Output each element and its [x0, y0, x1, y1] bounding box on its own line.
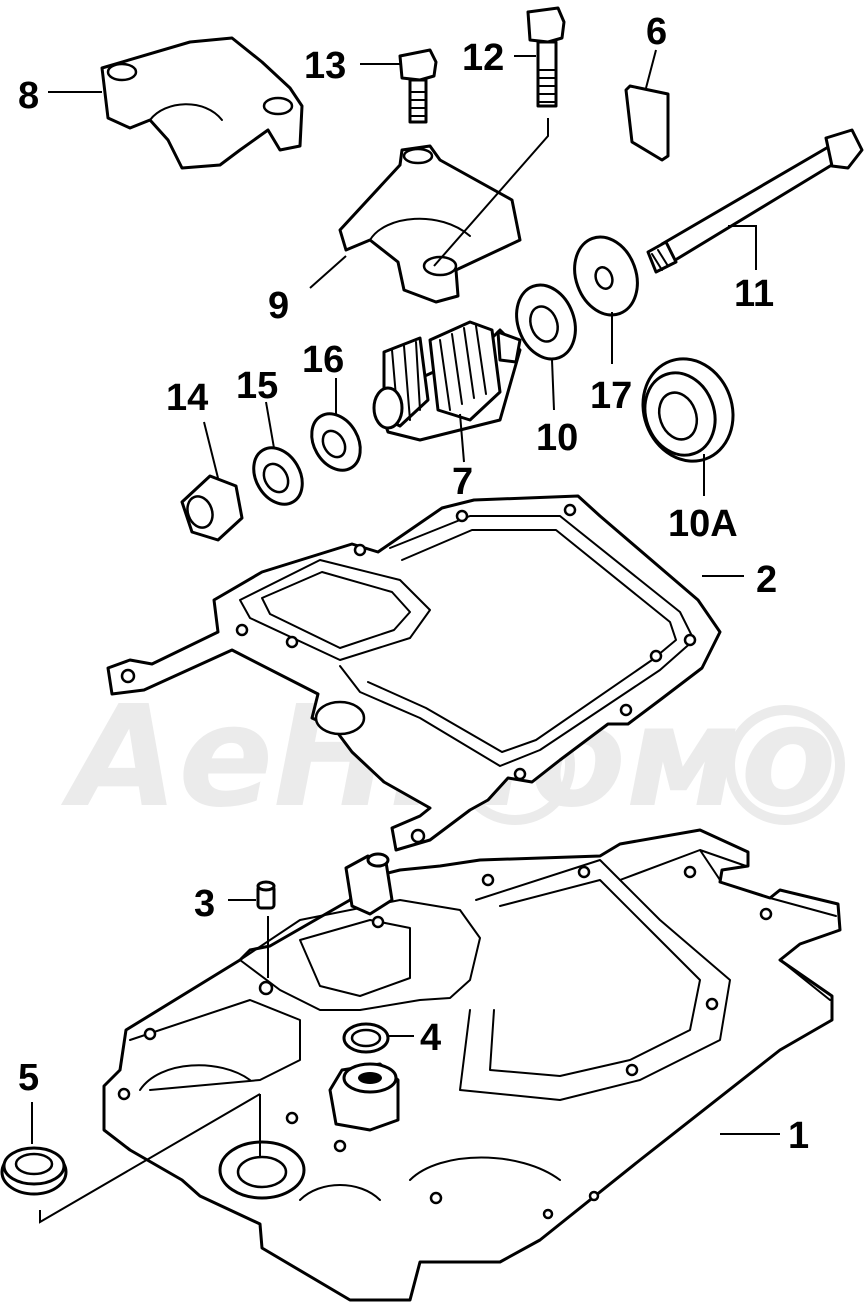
callout-9: 9 — [268, 285, 289, 327]
part-5-seal — [0, 1146, 68, 1196]
part-9-lower-clamp — [338, 144, 522, 304]
callout-8: 8 — [18, 75, 39, 117]
callout-17: 17 — [590, 375, 632, 417]
part-16-washer — [310, 412, 362, 472]
callout-10a: 10A — [668, 503, 738, 545]
callout-14: 14 — [166, 377, 208, 419]
callout-5: 5 — [18, 1057, 39, 1099]
callout-6: 6 — [646, 11, 667, 53]
part-15-washer — [252, 446, 304, 506]
part-3-dowel-pin — [256, 880, 276, 910]
part-17-washer — [573, 235, 639, 317]
part-12-long-bolt — [526, 6, 566, 108]
callout-16: 16 — [302, 339, 344, 381]
callout-13: 13 — [304, 45, 346, 87]
part-6-plate — [624, 84, 670, 162]
part-8-upper-clamp — [100, 36, 304, 170]
callout-2: 2 — [756, 559, 777, 601]
callout-12: 12 — [462, 37, 504, 79]
callout-4: 4 — [420, 1017, 441, 1059]
part-2-gasket — [106, 494, 722, 852]
part-11-shaft — [646, 128, 864, 274]
callout-15: 15 — [236, 365, 278, 407]
part-4-o-ring — [342, 1022, 390, 1054]
callout-11: 11 — [734, 273, 774, 315]
callout-3: 3 — [194, 883, 215, 925]
part-10-washer — [515, 283, 577, 361]
part-14-collar — [180, 474, 244, 542]
callout-10: 10 — [536, 417, 578, 459]
callout-7: 7 — [452, 461, 473, 503]
leader-lines — [31, 49, 780, 1224]
part-7-gear-shaft — [372, 320, 522, 442]
part-1-crankcase — [102, 828, 842, 1302]
part-10a-bearing — [641, 357, 735, 463]
callout-1: 1 — [788, 1115, 809, 1157]
part-13-bolt — [398, 48, 438, 124]
callout-labels: 8 13 12 6 9 11 17 10 10A 7 16 15 14 2 3 … — [18, 11, 809, 1157]
